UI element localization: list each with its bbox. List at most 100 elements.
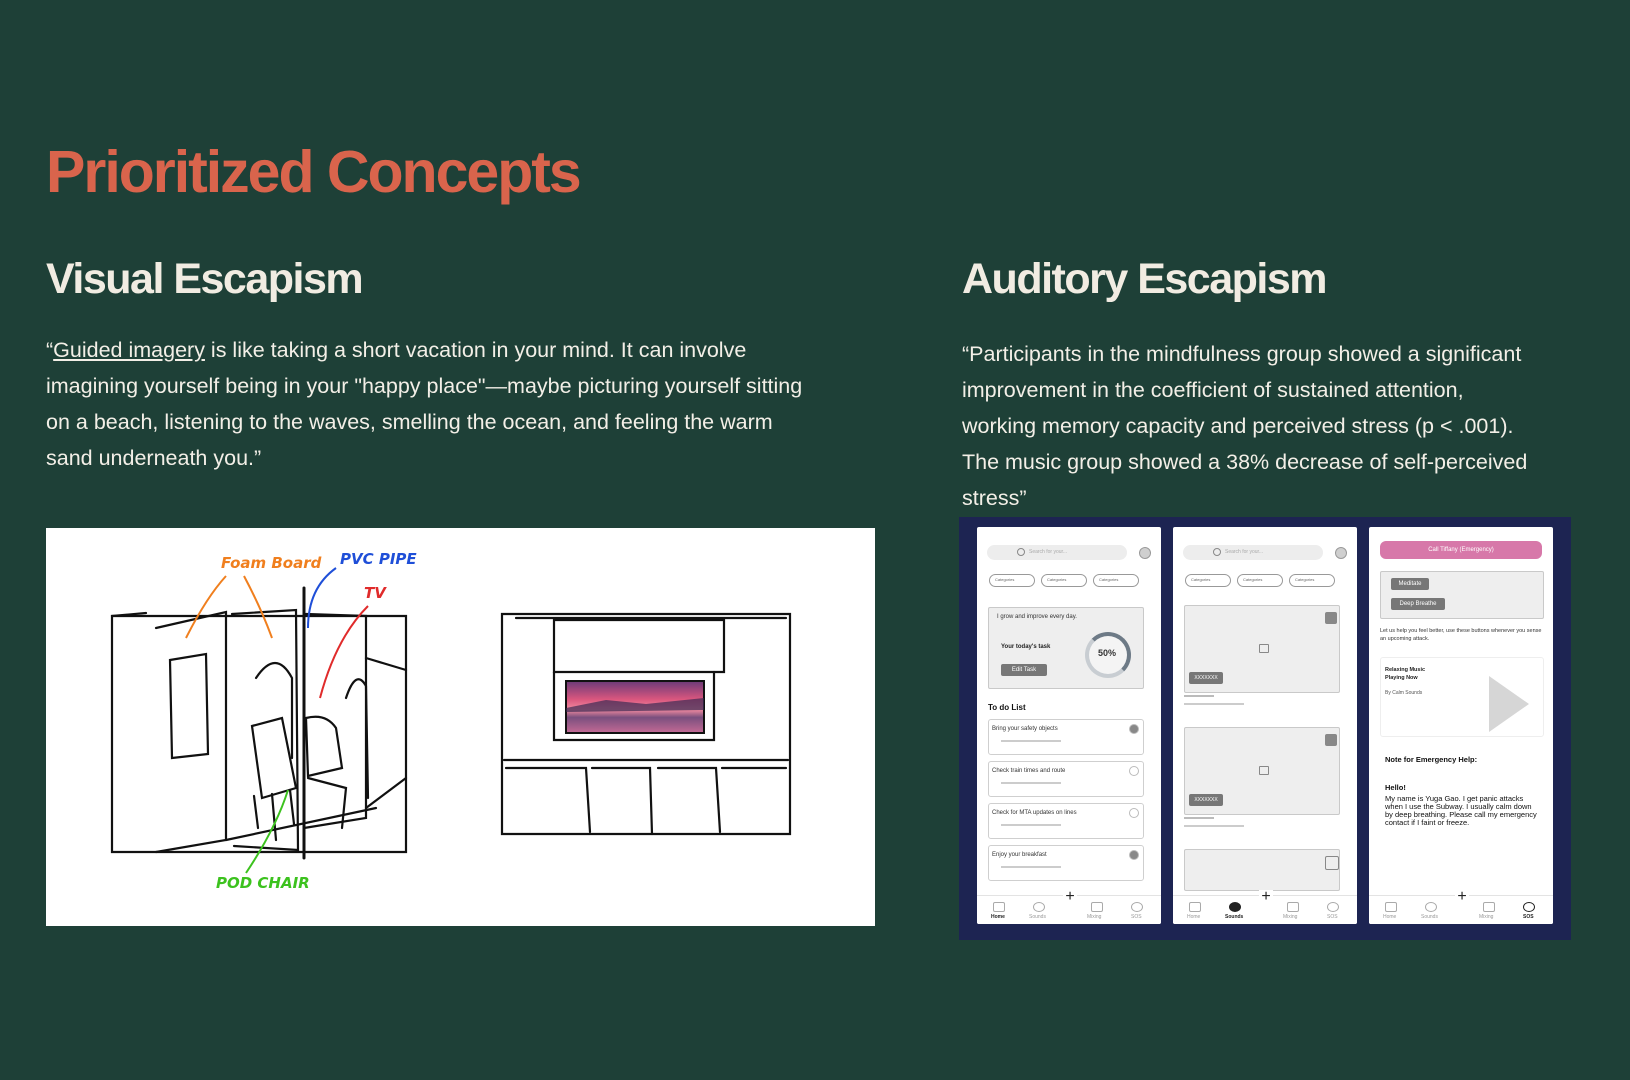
category-chip[interactable]: Categories — [1185, 574, 1231, 587]
category-chip[interactable]: Categories — [1041, 574, 1087, 587]
tv-label: TV — [364, 584, 387, 602]
sound-card[interactable]: XXXXXXX — [1184, 605, 1340, 693]
phone-home-screen: Search for your... Categories Categories… — [977, 527, 1161, 924]
sounds-icon[interactable] — [1033, 902, 1045, 912]
todo-item[interactable]: Check for MTA updates on lines — [988, 803, 1144, 839]
bookmark-icon[interactable] — [1325, 612, 1337, 624]
nav-home[interactable]: Home — [1187, 914, 1201, 920]
auditory-quote-line: stress” — [962, 486, 1027, 510]
quick-actions-card: Meditate Deep Breathe — [1380, 571, 1544, 619]
radio-icon[interactable] — [1129, 808, 1139, 818]
add-icon[interactable]: + — [1455, 889, 1469, 905]
quote-line4: sand underneath you.” — [46, 446, 262, 470]
meditate-button[interactable]: Meditate — [1391, 578, 1429, 590]
progress-value: 50% — [1098, 648, 1117, 658]
chip-label: Categories — [1099, 577, 1119, 582]
search-input[interactable]: Search for your... — [987, 545, 1127, 560]
category-chip[interactable]: Categories — [1289, 574, 1335, 587]
sos-icon[interactable] — [1131, 902, 1143, 912]
app-mockups-image: Search for your... Categories Categories… — [959, 517, 1571, 940]
chip-label: Categories — [1047, 577, 1067, 582]
sos-icon[interactable] — [1523, 902, 1535, 912]
category-chip[interactable]: Categories — [1093, 574, 1139, 587]
home-icon[interactable] — [1385, 902, 1397, 912]
sos-icon[interactable] — [1327, 902, 1339, 912]
category-chip[interactable]: Categories — [1237, 574, 1283, 587]
radio-icon[interactable] — [1129, 850, 1139, 860]
search-input[interactable]: Search for your... — [1183, 545, 1323, 560]
nav-sos[interactable]: SOS — [1327, 914, 1338, 920]
chip-label: Categories — [1191, 577, 1211, 582]
nav-mixing[interactable]: Mixing — [1283, 914, 1298, 920]
auditory-quote-line: working memory capacity and perceived st… — [962, 414, 1514, 438]
call-emergency-button[interactable]: Call Tiffany (Emergency) — [1380, 541, 1542, 559]
sound-card[interactable] — [1184, 849, 1340, 891]
concept-sketch-image: Foam Board PVC PIPE TV POD CHAIR — [46, 528, 875, 926]
quote-line1: is like taking a short vacation in your … — [204, 338, 747, 362]
category-chip[interactable]: Categories — [989, 574, 1035, 587]
quote-open: “ — [46, 338, 54, 362]
sounds-icon[interactable] — [1425, 902, 1437, 912]
add-icon[interactable]: + — [1259, 889, 1273, 905]
gear-icon[interactable] — [1335, 547, 1347, 559]
nav-sounds[interactable]: Sounds — [1029, 914, 1046, 920]
pod-chair-label: POD CHAIR — [216, 874, 310, 892]
home-icon[interactable] — [1189, 902, 1201, 912]
todo-text: Enjoy your breakfast — [992, 852, 1047, 858]
sounds-icon[interactable] — [1229, 902, 1241, 912]
search-placeholder: Search for your... — [1029, 549, 1068, 555]
mixing-icon[interactable] — [1091, 902, 1103, 912]
radio-icon[interactable] — [1129, 724, 1139, 734]
image-icon — [1259, 766, 1269, 775]
deep-breathe-button[interactable]: Deep Breathe — [1391, 598, 1445, 610]
note-body: My name is Yuga Gao. I get panic attacks… — [1385, 794, 1537, 827]
bookmark-icon[interactable] — [1325, 856, 1339, 870]
chip-label: Categories — [1243, 577, 1263, 582]
bookmark-icon[interactable] — [1325, 734, 1337, 746]
nav-sos[interactable]: SOS — [1523, 914, 1534, 920]
search-placeholder: Search for your... — [1225, 549, 1264, 555]
chip-label: Categories — [995, 577, 1015, 582]
nav-sounds[interactable]: Sounds — [1421, 914, 1438, 920]
sound-card[interactable]: XXXXXXX — [1184, 727, 1340, 815]
auditory-escapism-title: Auditory Escapism — [962, 255, 1328, 303]
nav-sounds[interactable]: Sounds — [1225, 914, 1244, 920]
nav-home[interactable]: Home — [991, 914, 1005, 920]
home-icon[interactable] — [993, 902, 1005, 912]
phone-sounds-screen: Search for your... Categories Categories… — [1173, 527, 1357, 924]
play-icon[interactable] — [1485, 674, 1531, 734]
note-hello: Hello! — [1385, 783, 1406, 792]
progress-ring: 50% — [1085, 632, 1131, 678]
sound-tag: XXXXXXX — [1189, 794, 1223, 806]
nav-sos[interactable]: SOS — [1131, 914, 1142, 920]
sound-tag: XXXXXXX — [1189, 672, 1223, 684]
todo-item[interactable]: Check train times and route — [988, 761, 1144, 797]
image-icon — [1259, 644, 1269, 653]
search-icon — [1017, 548, 1025, 556]
guided-imagery-link[interactable]: Guided imagery — [53, 338, 205, 362]
music-title: Relaxing Music Playing Now — [1385, 667, 1426, 681]
help-text: Let us help you feel better, use these b… — [1380, 628, 1542, 642]
task-label: Your today's task — [1001, 644, 1051, 650]
nav-home[interactable]: Home — [1383, 914, 1397, 920]
quote-line2: imagining yourself being in your "happy … — [46, 374, 803, 398]
edit-task-button[interactable]: Edit Task — [1001, 664, 1047, 676]
nav-mixing[interactable]: Mixing — [1479, 914, 1494, 920]
daily-task-card: I grow and improve every day. Your today… — [988, 607, 1144, 689]
mixing-icon[interactable] — [1287, 902, 1299, 912]
radio-icon[interactable] — [1129, 766, 1139, 776]
visual-quote: “Guided imagery is like taking a short v… — [46, 332, 876, 476]
phone-sos-screen: Call Tiffany (Emergency) Meditate Deep B… — [1369, 527, 1553, 924]
mixing-icon[interactable] — [1483, 902, 1495, 912]
add-icon[interactable]: + — [1063, 889, 1077, 905]
gear-icon[interactable] — [1139, 547, 1151, 559]
nav-mixing[interactable]: Mixing — [1087, 914, 1102, 920]
music-player-card: Relaxing Music Playing Now By Calm Sound… — [1380, 657, 1544, 737]
foam-board-label: Foam Board — [221, 554, 322, 572]
todo-item[interactable]: Enjoy your breakfast — [988, 845, 1144, 881]
todo-item[interactable]: Bring your safety objects — [988, 719, 1144, 755]
music-artist: By Calm Sounds — [1385, 690, 1423, 696]
todo-text: Check for MTA updates on lines — [992, 810, 1077, 816]
search-icon — [1213, 548, 1221, 556]
chip-label: Categories — [1295, 577, 1315, 582]
